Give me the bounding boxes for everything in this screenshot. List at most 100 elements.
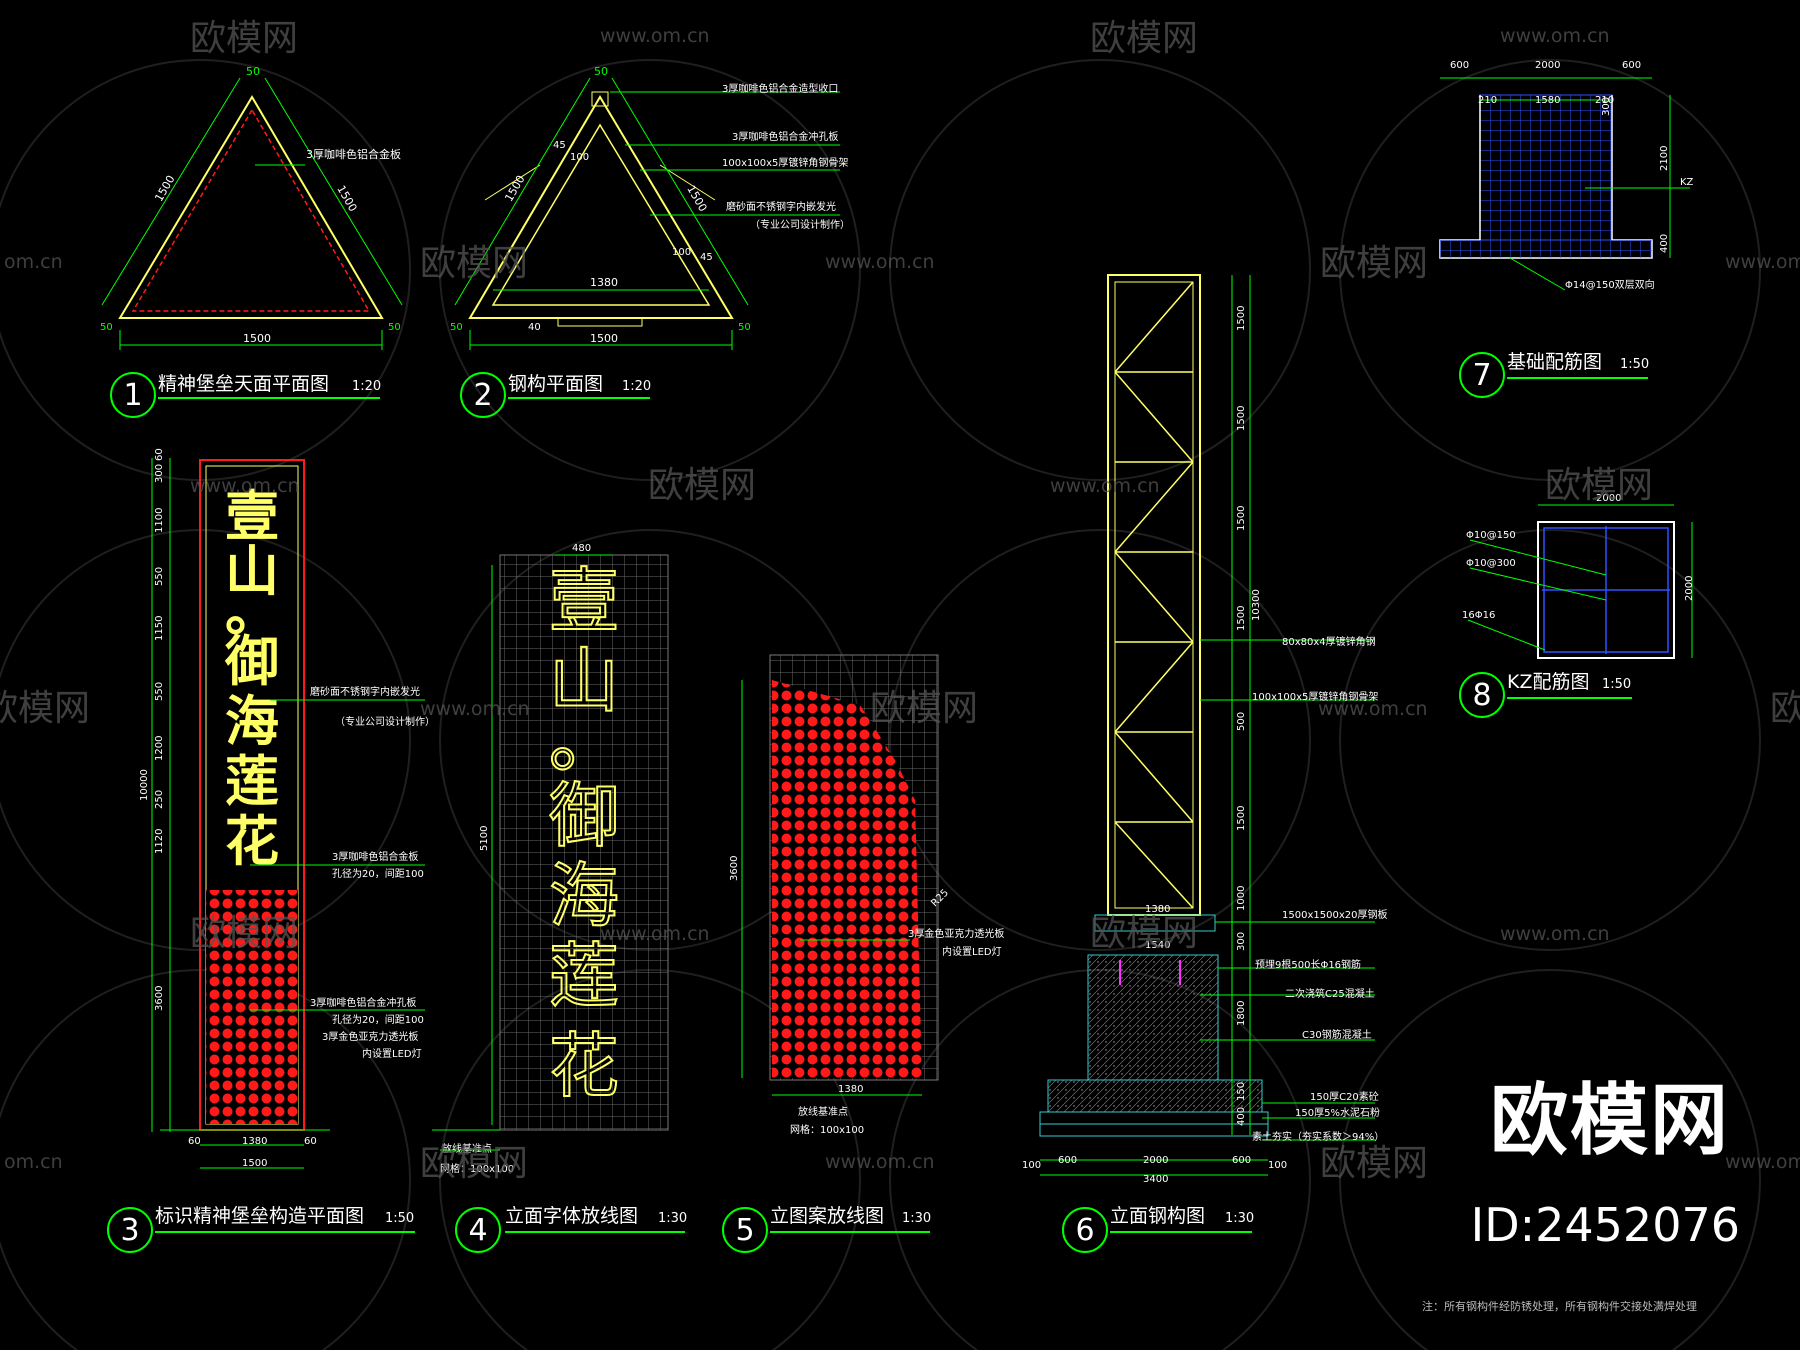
drawing-7-foundation-rebar: 600 2000 600 210 1580 210 300 2100 400 K…: [1439, 60, 1694, 291]
svg-text:1:20: 1:20: [352, 379, 381, 394]
watermark-brand-13: 欧模网: [1320, 1143, 1428, 1184]
d1-dim-corner-right: 50: [388, 322, 401, 333]
brand-logo-text: 欧模网: [1489, 1076, 1730, 1166]
d3-char-6: 莲: [225, 750, 279, 813]
d7-dimv-1: 2100: [1659, 146, 1670, 171]
svg-text:1:50: 1:50: [1620, 357, 1649, 372]
watermark-brand-3: 欧模网: [420, 243, 528, 284]
watermark-url-9: www.om.cn: [1318, 698, 1428, 720]
d1-note-panel: 3厚咖啡色铝合金板: [306, 147, 401, 161]
drawing-2-steel-plan: 50 1500 1500 1380 1500 45 100 100 45 40 …: [450, 65, 850, 350]
watermark-brand-10: 欧模网: [190, 913, 298, 954]
d6-note-2: 100x100x5厚镀锌角钢骨架: [1252, 690, 1378, 703]
d3-char-1: 壹: [225, 485, 279, 548]
d5-note-datum: 放线基准点: [798, 1105, 848, 1118]
svg-text:标识精神堡垒构造平面图: 标识精神堡垒构造平面图: [155, 1205, 364, 1227]
d3-char-3: 。: [225, 580, 279, 643]
d6-note-4: 预埋9根500长Φ16钢筋: [1255, 958, 1361, 971]
watermark-url-14: www.om.cn: [1725, 1151, 1800, 1173]
title-5: 5 立图案放线图 1:30: [722, 1205, 931, 1253]
d6-dimv-5: 500: [1236, 712, 1247, 731]
d7-dimi-2: 1580: [1535, 95, 1560, 106]
drawing-titles: 1 精神堡垒天面平面图 1:20 2 钢构平面图 1:20 3 标识精神堡垒构造…: [107, 351, 1649, 1253]
watermark-brand-12: 欧模网: [420, 1143, 528, 1184]
d3-char-7: 花: [225, 810, 279, 873]
drawing-4-lettering-grid: 壹 山 。 御 海 莲 花 480 5100 放线基准点 网格：100x100: [432, 543, 669, 1175]
d2-note-2: 3厚咖啡色铝合金冲孔板: [732, 130, 838, 143]
watermark-url-5: www.om.cn: [1725, 251, 1800, 273]
d4-char-4: 御: [549, 775, 619, 857]
svg-text:精神堡垒天面平面图: 精神堡垒天面平面图: [158, 373, 329, 395]
d2-dim-inner: 1380: [590, 276, 618, 289]
svg-text:1:20: 1:20: [622, 379, 651, 394]
d6-dimh-8: 3400: [1143, 1174, 1168, 1185]
d1-dim-corner-left: 50: [100, 322, 113, 333]
svg-text:钢构平面图: 钢构平面图: [508, 373, 603, 395]
d6-dimv-6: 1500: [1236, 806, 1247, 831]
d2-dim-45-left: 45: [553, 140, 566, 151]
watermark-brand-1: 欧模网: [190, 18, 298, 59]
d6-dimh-4: 600: [1058, 1155, 1077, 1166]
d3-note-2: （专业公司设计制作）: [335, 715, 435, 728]
d3-dimv-3: 1100: [154, 508, 165, 533]
d6-dim-total: 10300: [1251, 589, 1262, 621]
d6-dimv-11: 400: [1236, 1107, 1247, 1126]
d3-dimv-1: 60: [154, 448, 165, 461]
d2-dim-40: 40: [528, 322, 541, 333]
d4-note-datum: 放线基准点: [442, 1142, 492, 1155]
svg-text:8: 8: [1472, 678, 1491, 713]
d4-char-1: 壹: [549, 560, 619, 642]
d2-note-3: 100x100x5厚镀锌角钢骨架: [722, 156, 848, 169]
d6-note-3: 1500x1500x20厚钢板: [1282, 908, 1387, 921]
d4-char-6: 莲: [549, 935, 619, 1017]
d2-dim-100-right: 100: [672, 247, 691, 258]
d3-dimv-4: 550: [154, 567, 165, 586]
watermark-brand-5: 欧模网: [648, 465, 756, 506]
watermark-url-1: www.om.cn: [600, 25, 710, 47]
drawing-6-steel-elevation: 1500 1500 1500 1500 500 1500 1000 300 18…: [1022, 274, 1387, 1185]
d7-note-rebar: Φ14@150双层双向: [1565, 278, 1655, 291]
d6-dimh-7: 100: [1268, 1160, 1287, 1171]
title-1: 1 精神堡垒天面平面图 1:20: [110, 372, 381, 418]
brand-id: ID:2452076: [1470, 1198, 1740, 1252]
watermark-brand-8: 欧模网: [870, 688, 978, 729]
title-3: 3 标识精神堡垒构造平面图 1:50: [107, 1205, 415, 1253]
d8-note-2: Φ10@300: [1466, 558, 1516, 569]
svg-text:立面钢构图: 立面钢构图: [1110, 1205, 1205, 1227]
d5-dim-height: 3600: [729, 856, 740, 881]
d7-note-kz: KZ: [1680, 177, 1694, 188]
d6-dimv-3: 1500: [1236, 506, 1247, 531]
d3-note-3: 3厚咖啡色铝合金板: [332, 850, 418, 863]
d3-note-5: 3厚咖啡色铝合金冲孔板: [310, 996, 416, 1009]
svg-text:7: 7: [1472, 358, 1491, 393]
d3-dimv-6: 550: [154, 682, 165, 701]
d6-dimh-5: 2000: [1143, 1155, 1168, 1166]
d3-dimv-9: 1120: [154, 829, 165, 854]
d1-dim-top: 50: [246, 65, 260, 78]
d4-note-grid: 网格：100x100: [440, 1162, 514, 1175]
d2-dim-100-left: 100: [570, 152, 589, 163]
d6-dimv-10: 150: [1236, 1082, 1247, 1101]
d2-dim-right: 1500: [684, 183, 709, 214]
d6-dimh-3: 100: [1022, 1160, 1041, 1171]
d8-note-1: Φ10@150: [1466, 530, 1516, 541]
d3-dimv-7: 1200: [154, 736, 165, 761]
svg-text:5: 5: [735, 1213, 754, 1248]
watermark-url-3: om.cn: [4, 251, 63, 273]
watermark-brand-11: 欧模网: [1090, 913, 1198, 954]
d8-dim-height: 2000: [1684, 576, 1695, 601]
d6-note-5: 二次浇筑C25混凝土: [1285, 987, 1375, 1000]
svg-text:KZ配筋图: KZ配筋图: [1507, 671, 1589, 693]
d3-note-8: 内设置LED灯: [362, 1047, 422, 1060]
title-8: 8 KZ配筋图 1:50: [1459, 671, 1632, 718]
svg-text:1:50: 1:50: [385, 1211, 414, 1226]
d5-note-2: 内设置LED灯: [942, 945, 1002, 958]
d5-dim-width: 1380: [838, 1084, 863, 1095]
d1-dim-left: 1500: [152, 173, 177, 204]
watermark-url-2: www.om.cn: [1500, 25, 1610, 47]
title-7: 7 基础配筋图 1:50: [1459, 351, 1649, 398]
svg-text:立面字体放线图: 立面字体放线图: [505, 1205, 638, 1227]
svg-text:6: 6: [1075, 1213, 1094, 1248]
d3-char-5: 海: [225, 690, 279, 753]
